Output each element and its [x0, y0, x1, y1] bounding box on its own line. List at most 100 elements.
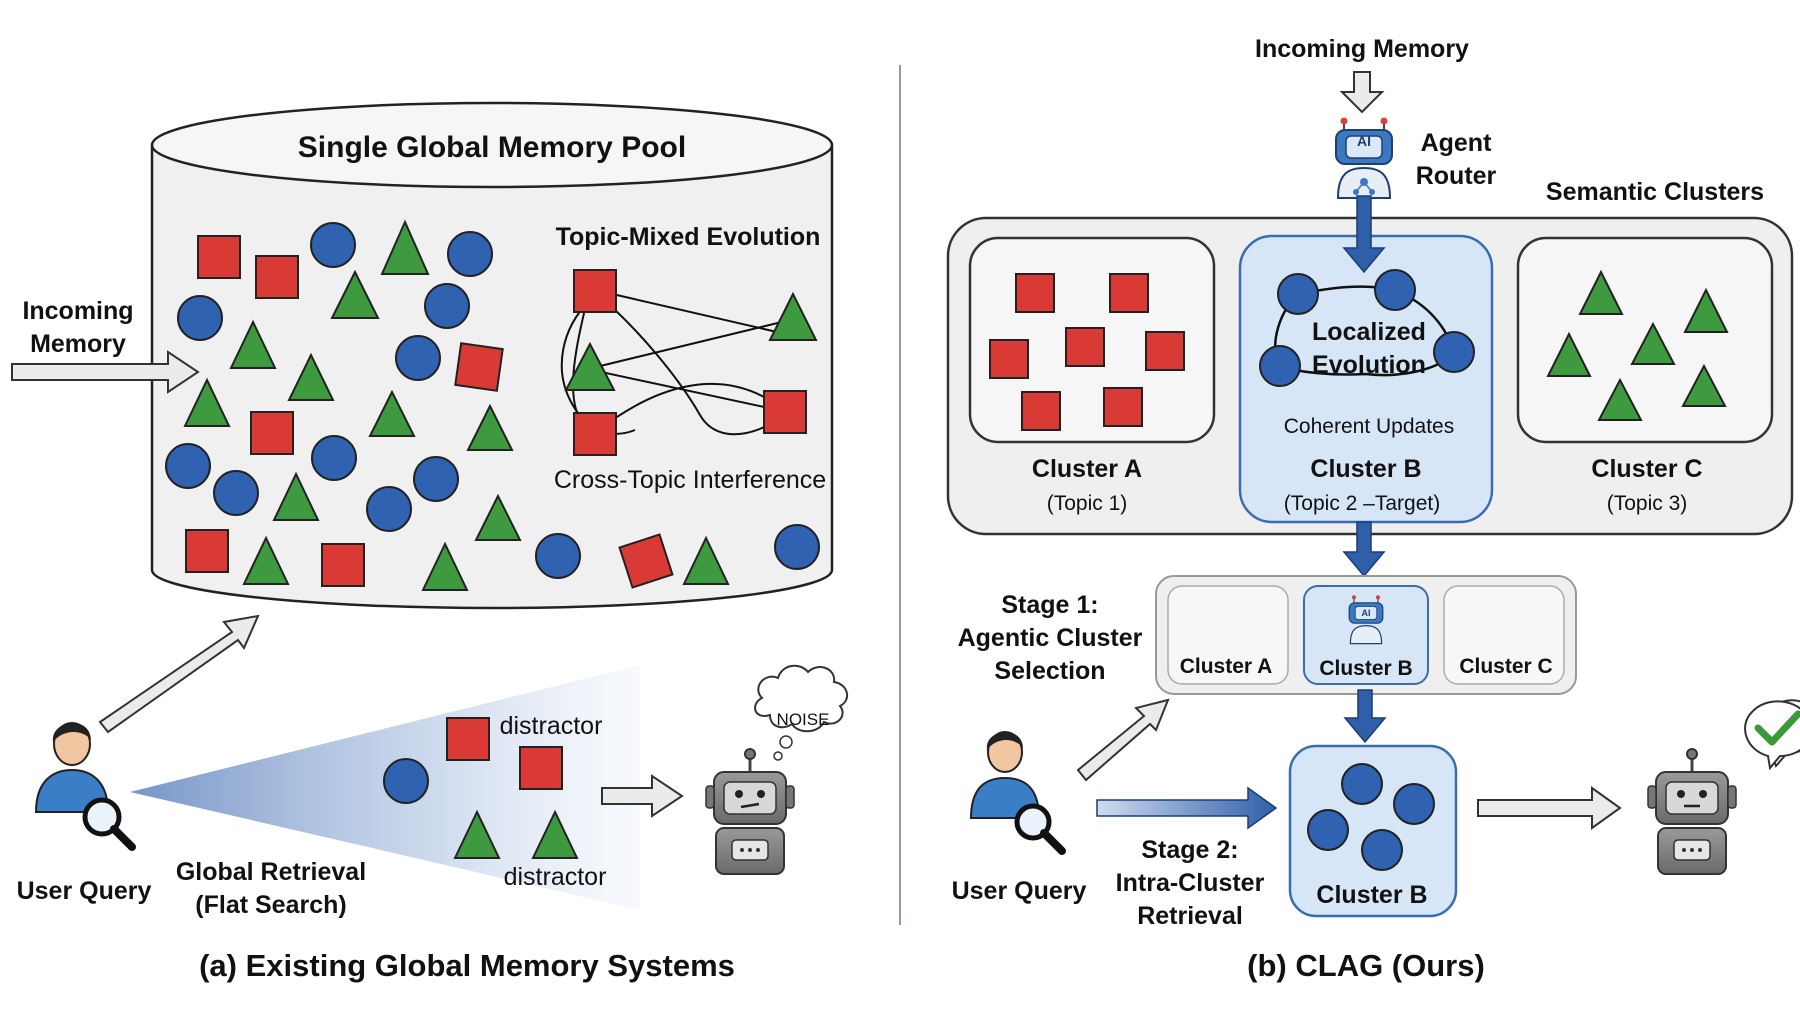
caption-left: (a) Existing Global Memory Systems — [199, 948, 735, 983]
memory-circle — [311, 435, 357, 481]
stage2-label-3: Retrieval — [1137, 902, 1243, 930]
topic-mixed-label: Topic-Mixed Evolution — [556, 223, 821, 251]
final-cluster-label: Cluster B — [1316, 881, 1427, 909]
memory-square — [763, 390, 807, 434]
memory-triangle — [287, 352, 335, 401]
memory-triangle — [768, 291, 818, 341]
memory-triangle — [368, 389, 416, 437]
memory-triangle — [682, 535, 730, 585]
ai-agent-icon — [1335, 117, 1393, 199]
memory-circle — [413, 456, 459, 502]
memory-triangle — [421, 541, 469, 591]
memory-triangle — [229, 319, 277, 369]
selection-cluster-a — [1167, 585, 1289, 685]
robot-icon — [1647, 748, 1737, 875]
user-search-icon — [34, 722, 136, 851]
cluster-b-topic: (Topic 2 –Target) — [1284, 492, 1440, 515]
retrieved-items — [383, 717, 579, 859]
scattered-memories — [165, 219, 820, 591]
cluster-b-name: Cluster B — [1310, 455, 1421, 483]
memory-square — [519, 746, 563, 790]
agent-label: Agent — [1421, 129, 1493, 157]
memory-circle — [213, 470, 259, 516]
stage1-label-3: Selection — [994, 657, 1105, 685]
memory-square — [185, 529, 229, 573]
memory-circle — [383, 758, 429, 804]
stage2-label-1: Stage 2: — [1141, 836, 1238, 864]
pool-title: Single Global Memory Pool — [298, 131, 686, 164]
cluster-a-items — [989, 273, 1185, 431]
incoming-arrow — [11, 350, 200, 394]
selection-cluster-a-label: Cluster A — [1180, 655, 1273, 678]
memory-circle — [177, 295, 223, 341]
user-query-label: User Query — [17, 877, 152, 905]
localized-evolution-graph — [1259, 269, 1475, 387]
distractor-label-bottom: distractor — [504, 863, 607, 891]
noise-cloud-icon — [754, 664, 849, 761]
memory-square — [573, 412, 617, 456]
robot-icon — [705, 748, 795, 875]
ai-agent-icon — [1348, 595, 1384, 645]
selection-to-final-arrow — [1343, 689, 1387, 744]
global-retrieval-label-1: Global Retrieval — [176, 858, 366, 886]
stage2-label-2: Intra-Cluster — [1116, 869, 1265, 897]
stage1-label-2: Agentic Cluster — [958, 624, 1143, 652]
memory-triangle — [564, 341, 616, 391]
memory-circle — [424, 283, 470, 329]
memory-circle — [395, 335, 441, 381]
localized-label-1: Localized — [1312, 318, 1426, 346]
memory-circle — [366, 486, 412, 532]
memory-triangle — [272, 471, 320, 521]
incoming-memory-label-2: Memory — [30, 330, 126, 358]
caption-right: (b) CLAG (Ours) — [1247, 948, 1485, 983]
memory-square — [618, 533, 674, 589]
selection-cluster-c — [1443, 585, 1565, 685]
memory-triangle — [531, 809, 579, 859]
cluster-a-topic: (Topic 1) — [1047, 492, 1128, 515]
cluster-c-topic: (Topic 3) — [1607, 492, 1688, 515]
interference-graph — [560, 269, 818, 456]
semantic-clusters-label: Semantic Clusters — [1546, 178, 1764, 206]
cluster-c-name: Cluster C — [1591, 455, 1702, 483]
memory-circle — [447, 231, 493, 277]
global-retrieval-label-2: (Flat Search) — [195, 891, 346, 919]
memory-circle — [774, 524, 820, 570]
user-query-label-right: User Query — [952, 877, 1087, 905]
router-label: Router — [1416, 162, 1497, 190]
memory-square — [573, 269, 617, 313]
cluster-a-name: Cluster A — [1032, 455, 1142, 483]
incoming-memory-top-label: Incoming Memory — [1255, 35, 1469, 63]
stage1-label-1: Stage 1: — [1001, 591, 1098, 619]
selection-cluster-b-label: Cluster B — [1319, 657, 1412, 680]
memory-triangle — [453, 809, 501, 859]
noise-label: NOISE — [777, 710, 830, 729]
memory-triangle — [330, 269, 380, 319]
incoming-down-arrow — [1339, 71, 1385, 114]
selection-cluster-c-label: Cluster C — [1459, 655, 1552, 678]
localized-label-2: Evolution — [1312, 351, 1426, 379]
ai-badge-label: AI — [1357, 133, 1371, 149]
stage2-arrow — [1096, 786, 1278, 830]
coherent-updates-label: Coherent Updates — [1284, 415, 1454, 438]
cluster-c-items — [1546, 269, 1729, 421]
memory-triangle — [474, 493, 522, 541]
memory-circle — [165, 443, 211, 489]
memory-square — [250, 411, 294, 455]
cross-topic-label: Cross-Topic Interference — [554, 466, 826, 494]
cluster-to-selection-arrow — [1342, 521, 1386, 578]
user-search-icon — [969, 731, 1066, 855]
right-panel: Incoming Memory AI Agent Router Semantic… — [946, 35, 1800, 983]
memory-circle — [310, 222, 356, 268]
memory-triangle — [380, 219, 430, 275]
memory-square — [255, 255, 299, 299]
query-to-pool-arrow — [98, 614, 260, 734]
to-robot-arrow — [601, 774, 684, 818]
memory-triangle — [242, 535, 290, 585]
memory-triangle — [183, 377, 231, 427]
ai-badge-small-label: AI — [1362, 608, 1371, 618]
memory-triangle — [466, 403, 514, 451]
checkmark-icon — [1744, 699, 1800, 771]
memory-square — [446, 717, 490, 761]
to-robot-arrow-right — [1477, 786, 1622, 830]
